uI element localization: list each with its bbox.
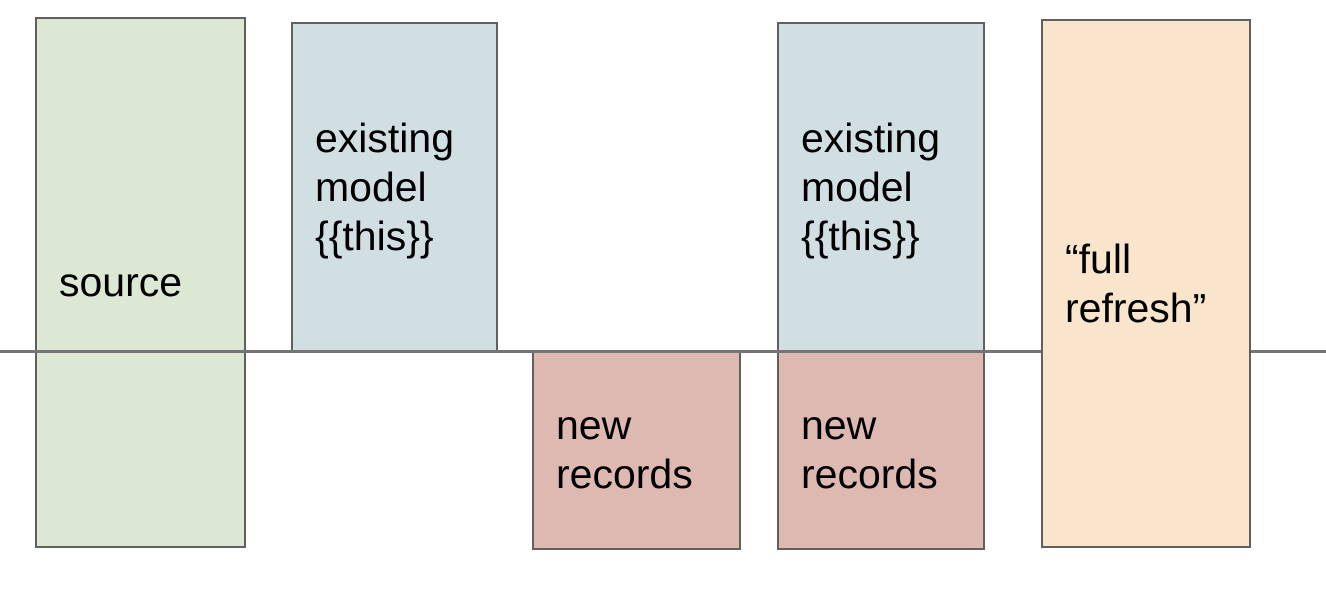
source-box-label: source [59,259,183,305]
timeline-divider-line [0,350,1326,353]
new-records-right-label: new records [801,402,938,497]
source-box: source [35,17,246,548]
existing-model-right-label: existing model {{this}} [801,114,941,259]
existing-model-left-box: existing model {{this}} [291,22,498,352]
full-refresh-label: “full refresh” [1065,235,1207,331]
existing-model-right-box: existing model {{this}} [777,22,985,352]
full-refresh-box: “full refresh” [1041,19,1251,548]
new-records-left-label: new records [556,402,693,497]
new-records-left-box: new records [532,350,741,550]
new-records-right-box: new records [777,350,985,550]
existing-model-left-label: existing model {{this}} [315,114,455,259]
